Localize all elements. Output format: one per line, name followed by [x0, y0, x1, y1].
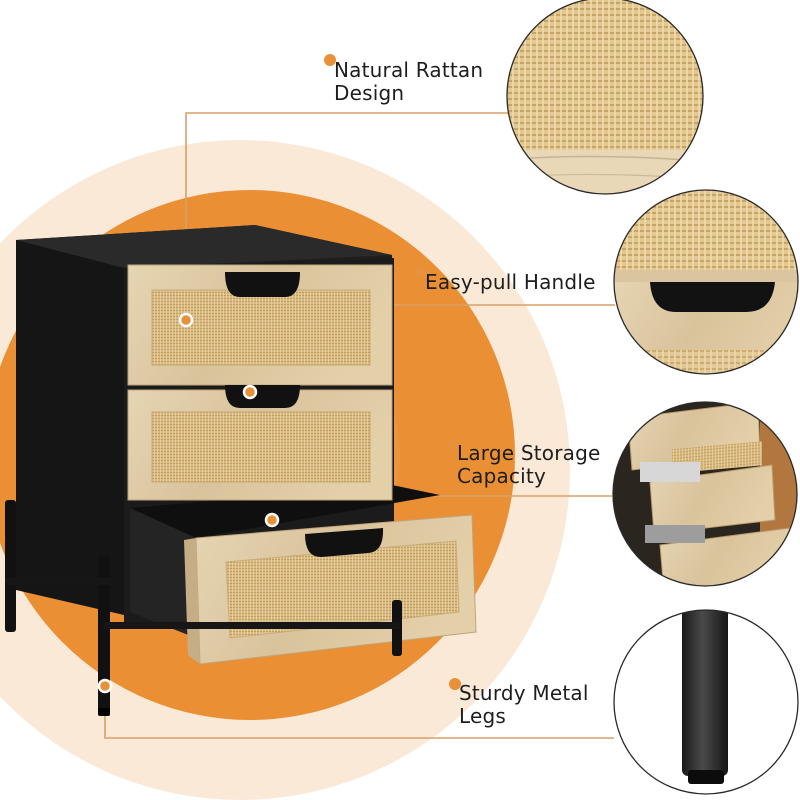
- rattan-panel-middle: [151, 411, 371, 483]
- handle-cutout-middle: [225, 385, 300, 408]
- detail-circle-handle: [613, 189, 799, 375]
- drawer-top: [127, 264, 393, 386]
- label-bullets: [324, 54, 461, 690]
- feature-label-storage: Large Storage Capacity: [457, 441, 601, 488]
- leg-closeup: [682, 610, 728, 776]
- marker-dot-handle: [242, 384, 258, 400]
- marker-dot-legs: [97, 678, 113, 694]
- detail-circle-storage: [612, 401, 798, 587]
- metal-legs: [5, 500, 402, 716]
- bullet-handle: [415, 266, 427, 278]
- bullet-legs: [449, 678, 461, 690]
- marker-dot-rattan: [178, 312, 194, 328]
- detail-circle-legs: [613, 609, 799, 795]
- handle-cutout-bottom: [305, 528, 384, 558]
- handle-cutout-top: [225, 272, 300, 297]
- detail-circle-rattan: [506, 0, 704, 195]
- cabinet-side: [16, 240, 124, 615]
- feature-label-legs: Sturdy Metal Legs: [459, 681, 589, 728]
- feature-label-rattan: Natural Rattan Design: [334, 58, 484, 105]
- bullet-storage: [447, 437, 459, 449]
- rattan-panel-top: [151, 289, 371, 366]
- feature-label-handle: Easy-pull Handle: [425, 270, 596, 294]
- drawer-middle: [127, 385, 393, 501]
- nightstand: [5, 225, 477, 716]
- handle-closeup-cutout: [650, 282, 775, 312]
- marker-dot-storage: [264, 512, 280, 528]
- bullet-rattan: [324, 54, 336, 66]
- marker-dots: [97, 312, 280, 694]
